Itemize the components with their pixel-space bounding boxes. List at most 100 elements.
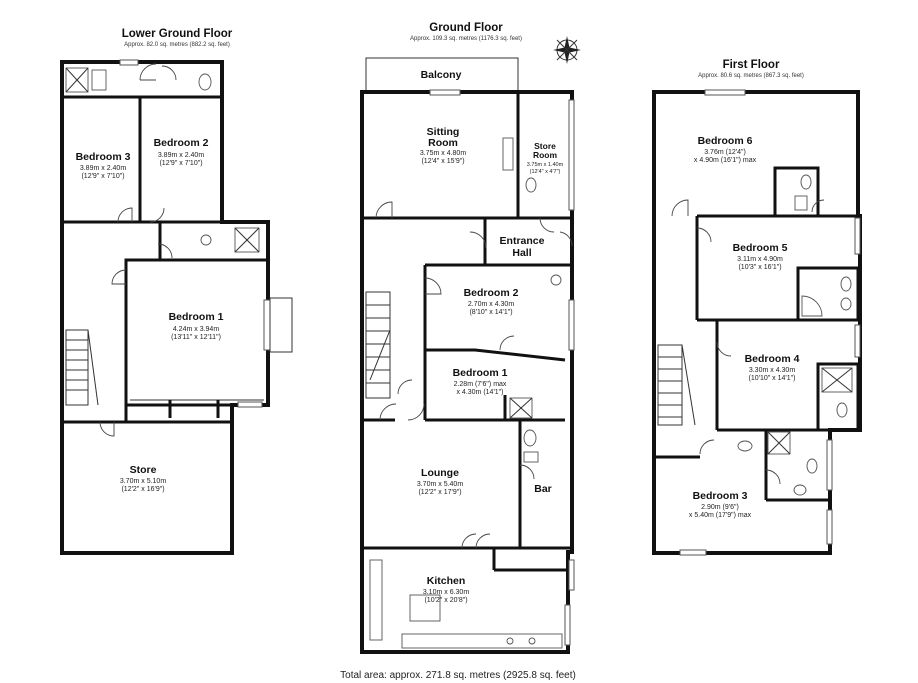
door-arc — [397, 379, 413, 395]
door-arc — [716, 341, 732, 357]
storeroom-name-line1: Store — [534, 141, 556, 151]
door-arc — [375, 201, 393, 219]
first-bedroom4-dim2: (10'10" x 14'1") — [749, 375, 796, 382]
balcony-label: Balcony — [421, 69, 462, 81]
bath-basin-icon — [737, 440, 753, 452]
lower-toilet-icon — [198, 73, 212, 91]
lower-bedroom2-dim2: (12'9" x 7'10") — [159, 160, 202, 167]
ensuite-bed4 — [816, 362, 860, 432]
ground-bedroom1-dim1: 2.28m (7'6") max — [454, 381, 507, 388]
toilet-icon — [840, 276, 852, 292]
door-arc — [811, 199, 825, 213]
window — [119, 59, 139, 66]
ground-bedroom2-dim2: (8'10" x 14'1") — [469, 309, 512, 316]
window — [429, 89, 461, 96]
bay-window — [269, 297, 293, 353]
toilet-icon — [836, 402, 848, 418]
basin-icon — [794, 195, 808, 211]
sitting-name-line1: Sitting — [427, 126, 460, 138]
first-floor: First Floor Approx. 80.6 sq. metres (867… — [652, 59, 862, 556]
basin-icon — [793, 484, 807, 496]
door-arc — [139, 63, 157, 81]
window — [854, 217, 861, 255]
first-bedroom4-name: Bedroom 4 — [745, 353, 800, 365]
door-arc — [519, 464, 535, 480]
ensuite-bed6 — [773, 166, 820, 218]
door-arc — [499, 335, 515, 351]
ground-bedroom1-name: Bedroom 1 — [453, 367, 508, 379]
ground-bedroom2-name: Bedroom 2 — [464, 287, 519, 299]
door-arc — [461, 533, 491, 549]
lounge-dim2: (12'2" x 17'9") — [418, 489, 461, 496]
fireplace — [502, 137, 514, 171]
lower-bedroom1-dim1: 4.24m x 3.94m — [173, 326, 219, 333]
first-stairs — [657, 344, 696, 426]
door-arc — [157, 243, 173, 259]
ground-floor-area: Approx. 109.3 sq. metres (1176.3 sq. fee… — [410, 36, 522, 42]
entrance-name-line1: Entrance — [500, 235, 545, 247]
window — [826, 439, 833, 491]
window — [704, 89, 746, 96]
ensuite-bed5 — [796, 266, 860, 322]
door-arc — [539, 217, 555, 233]
entrance-name-line2: Hall — [512, 247, 531, 259]
ground-stairs — [365, 291, 391, 399]
door-arc — [99, 421, 115, 437]
window — [826, 509, 833, 545]
door-arc — [111, 269, 127, 285]
lower-store-name: Store — [130, 464, 157, 476]
first-bedroom3-dim1: 2.90m (9'6") — [701, 504, 739, 511]
lower-bedroom1-name: Bedroom 1 — [169, 311, 224, 323]
toilet-icon — [806, 458, 818, 474]
kitchen-island — [409, 594, 441, 622]
lower-ground-floor: Lower Ground Floor Approx. 82.0 sq. metr… — [60, 28, 293, 555]
first-bedroom5-dim1: 3.11m x 4.90m — [737, 256, 783, 263]
door-arc — [424, 277, 442, 295]
first-bedroom6-dim1: 3.76m (12'4") — [704, 149, 746, 156]
door-arc — [469, 231, 487, 249]
door-arc — [559, 231, 573, 247]
first-bedroom5-dim2: (10'3" x 16'1") — [738, 264, 781, 271]
lower-bedroom2-name: Bedroom 2 — [154, 137, 209, 149]
first-bedroom4-dim1: 3.30m x 4.30m — [749, 367, 795, 374]
first-bedroom6-name: Bedroom 6 — [698, 135, 753, 147]
bar-label: Bar — [534, 483, 552, 495]
kitchen-counter — [369, 559, 383, 641]
basin-icon — [200, 234, 212, 246]
window — [568, 299, 575, 351]
lounge-dim1: 3.70m x 5.40m — [417, 481, 463, 488]
first-bedroom3-name: Bedroom 3 — [693, 490, 748, 502]
toilet-icon — [525, 177, 537, 193]
storeroom-dim2: (12'4" x 4'7") — [530, 169, 561, 175]
ground-wall-bed2-bottom — [425, 348, 566, 362]
window — [679, 549, 707, 556]
first-floor-area: Approx. 80.6 sq. metres (867.3 sq. feet) — [698, 73, 804, 79]
lower-bedroom2-dim1: 3.89m x 2.40m — [158, 152, 204, 159]
lower-bedroom3-dim2: (12'9" x 7'10") — [81, 173, 124, 180]
door-arc — [671, 199, 689, 217]
first-bedroom5-name: Bedroom 5 — [733, 242, 788, 254]
window — [568, 559, 575, 591]
ground-bedroom1-dim2: x 4.30m (14'1") — [456, 389, 503, 396]
window — [568, 99, 575, 211]
total-area: Total area: approx. 271.8 sq. metres (29… — [340, 670, 576, 681]
door-arc — [765, 469, 781, 485]
ground-bedroom2-dim1: 2.70m x 4.30m — [468, 301, 514, 308]
lower-bedroom1-dim2: (13'11" x 12'11") — [171, 334, 221, 341]
basin-icon — [523, 451, 539, 463]
door-arc — [407, 403, 425, 421]
sitting-name-line2: Room — [428, 137, 458, 149]
basin-icon — [550, 274, 562, 286]
door-arc — [696, 227, 712, 243]
lower-basin-icon — [91, 69, 107, 91]
lower-stairs — [65, 329, 99, 406]
kitchen-name: Kitchen — [427, 575, 466, 587]
kitchen-dim2: (10'2" x 20'8") — [424, 597, 467, 604]
lower-bedroom3-dim1: 3.89m x 2.40m — [80, 165, 126, 172]
lower-floor-title: Lower Ground Floor — [122, 28, 233, 40]
lower-store-dim1: 3.70m x 5.10m — [120, 478, 166, 485]
lower-floor-area: Approx. 82.0 sq. metres (882.2 sq. feet) — [124, 42, 230, 48]
ground-floor: Ground Floor Approx. 109.3 sq. metres (1… — [360, 22, 581, 654]
ground-outer-wall — [360, 90, 574, 654]
